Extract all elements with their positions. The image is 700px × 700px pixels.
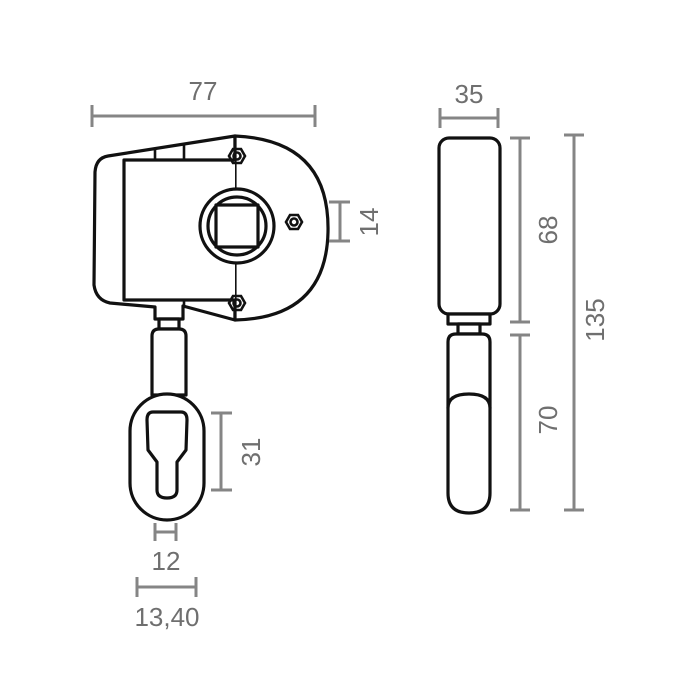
hex-nut-icon: [227, 147, 247, 165]
dimension-label: 14: [354, 208, 384, 237]
dimension-label: 12: [152, 546, 181, 576]
dimension-overall-height: 135: [564, 133, 610, 512]
dimension-overall-width: 77: [90, 76, 317, 127]
side-view: [437, 136, 502, 515]
gearbox-housing: [233, 134, 330, 322]
side-body: [437, 136, 502, 316]
front-view: [92, 134, 330, 522]
side-handle-rod: [446, 332, 492, 410]
dimension-label: 35: [455, 79, 484, 109]
dimension-body-height: 68: [510, 136, 563, 324]
square-drive-icon: [214, 203, 260, 249]
hex-nut-icon: [284, 213, 304, 231]
eye-slot: [145, 410, 189, 500]
mounting-plate: [122, 158, 237, 302]
side-handle-grip: [446, 392, 492, 515]
dimension-label: 68: [533, 216, 563, 245]
dimension-drive-square: 14: [329, 200, 384, 243]
dimension-label: 31: [236, 438, 266, 467]
dimension-eye-outer-width: 13,40: [134, 577, 200, 632]
dimension-label: 13,40: [134, 602, 199, 632]
dimension-label: 135: [580, 298, 610, 341]
handle-rod: [150, 327, 188, 397]
hex-nut-icon: [227, 294, 247, 312]
dimension-label: 77: [189, 76, 218, 106]
dimension-eye-height: 31: [211, 411, 266, 492]
dimension-label: 70: [533, 406, 563, 435]
dimension-handle-height: 70: [510, 333, 563, 512]
dimension-eye-inner-width: 12: [152, 523, 181, 576]
dimension-side-width: 35: [438, 79, 500, 128]
